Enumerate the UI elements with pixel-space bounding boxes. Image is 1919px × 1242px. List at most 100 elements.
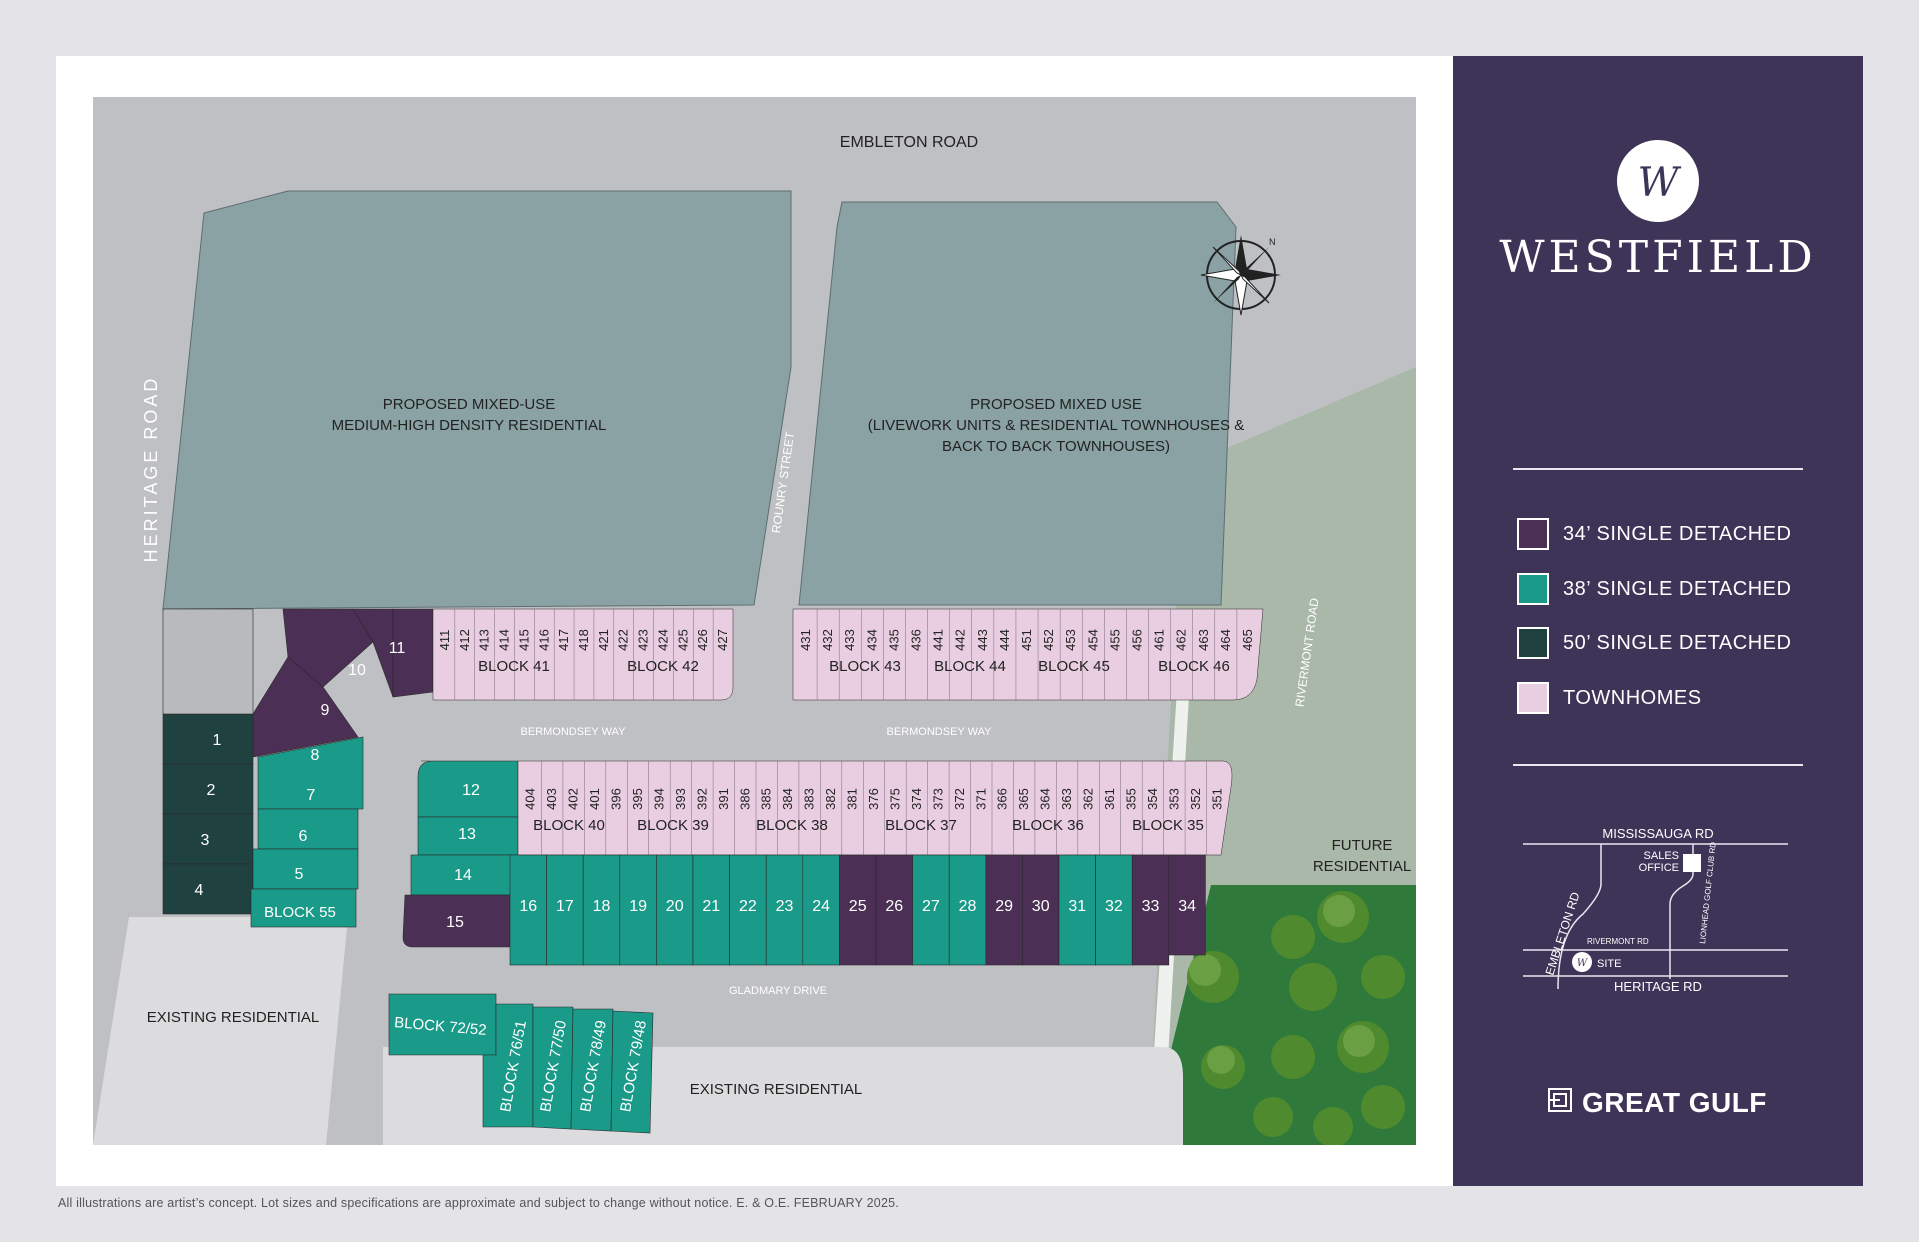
lot-26-label: 26	[885, 898, 903, 915]
unit-361-label: 361	[1102, 788, 1117, 810]
lot-13[interactable]	[417, 816, 519, 856]
lot-24[interactable]	[802, 854, 840, 966]
existing-residential-west	[93, 917, 348, 1145]
block-55-label: BLOCK 55	[264, 904, 336, 921]
lot-33[interactable]	[1131, 854, 1170, 966]
unit-375-label: 375	[887, 788, 902, 810]
lot-7-label: 7	[307, 787, 316, 804]
keymap-sales-2: OFFICE	[1639, 862, 1679, 874]
lot-20[interactable]	[656, 854, 694, 966]
unit-463-label: 463	[1196, 629, 1211, 651]
sales-office-marker	[1683, 854, 1701, 872]
unit-362-label: 362	[1081, 788, 1096, 810]
lot-19-label: 19	[629, 898, 647, 915]
lot-25-label: 25	[849, 898, 867, 915]
unit-452-label: 452	[1041, 629, 1056, 651]
unit-442-label: 442	[953, 629, 968, 651]
legend-item-50-single: 50’ SINGLE DETACHED	[1517, 625, 1791, 661]
unit-366-label: 366	[995, 788, 1010, 810]
lot-7[interactable]	[257, 736, 364, 810]
site-plan-map: N	[93, 97, 1416, 1145]
lot-9[interactable]	[282, 608, 374, 688]
keymap-sales-1: SALES	[1644, 850, 1679, 862]
unit-372-label: 372	[952, 788, 967, 810]
lot-8-label: 8	[311, 747, 320, 764]
block-76-51[interactable]	[482, 1003, 534, 1128]
unit-373-label: 373	[930, 788, 945, 810]
lot-8[interactable]	[252, 656, 359, 758]
unit-374-label: 374	[909, 788, 924, 810]
legend-item-townhomes: TOWNHOMES	[1517, 680, 1702, 716]
lot-28[interactable]	[948, 854, 987, 966]
lot-3-label: 3	[201, 832, 210, 849]
unit-381-label: 381	[845, 788, 860, 810]
block-41-label: BLOCK 41	[478, 658, 550, 675]
townhome-blocks-41-42	[432, 608, 734, 701]
lot-17[interactable]	[546, 854, 584, 966]
future-residential-line-2: RESIDENTIAL	[1313, 858, 1411, 875]
lot-19[interactable]	[619, 854, 657, 966]
lot-34[interactable]	[1168, 854, 1206, 956]
block-55[interactable]	[250, 888, 357, 928]
unit-353-label: 353	[1166, 788, 1181, 810]
unit-425-label: 425	[675, 629, 690, 651]
lot-27[interactable]	[912, 854, 950, 966]
lot-12-label: 12	[462, 782, 480, 799]
unit-413-label: 413	[477, 629, 492, 651]
unit-434-label: 434	[864, 629, 879, 651]
lot-13-label: 13	[458, 826, 476, 843]
lot-15[interactable]	[402, 894, 511, 948]
lot-29[interactable]	[985, 854, 1023, 966]
lot-16[interactable]	[509, 854, 547, 966]
lot-32[interactable]	[1095, 854, 1133, 966]
great-gulf-brand: GREAT GULF	[1548, 1087, 1767, 1119]
lot-25[interactable]	[839, 854, 877, 966]
lot-6-label: 6	[299, 828, 308, 845]
lot-21[interactable]	[692, 854, 730, 966]
legend-item-38-single: 38’ SINGLE DETACHED	[1517, 571, 1791, 607]
lot-6[interactable]	[257, 808, 359, 850]
lot-22[interactable]	[729, 854, 767, 966]
keymap-mississauga: MISSISSAUGA RD	[1602, 826, 1713, 841]
lot-26[interactable]	[875, 854, 913, 966]
unit-456-label: 456	[1129, 629, 1144, 651]
block-79-48[interactable]	[610, 1010, 654, 1134]
unit-443-label: 443	[975, 629, 990, 651]
lot-30[interactable]	[1022, 854, 1060, 966]
heritage-road-label: HERITAGE ROAD	[141, 376, 161, 563]
unit-415-label: 415	[516, 629, 531, 651]
embleton-road-label: EMBLETON ROAD	[840, 134, 978, 151]
townhome-blocks-43-46	[792, 608, 1264, 701]
lot-14[interactable]	[410, 854, 519, 896]
parcel-west-line-2: MEDIUM-HIGH DENSITY RESIDENTIAL	[332, 417, 607, 434]
lot-4[interactable]	[162, 863, 254, 915]
unit-376-label: 376	[866, 788, 881, 810]
lot-1-label: 1	[213, 732, 222, 749]
unit-424-label: 424	[655, 629, 670, 651]
lot-5[interactable]	[252, 848, 359, 890]
lot-18[interactable]	[582, 854, 621, 966]
block-40-label: BLOCK 40	[533, 817, 605, 834]
keymap-heritage: HERITAGE RD	[1614, 979, 1702, 994]
lot-24-label: 24	[812, 898, 830, 915]
logo-monogram: W	[1637, 160, 1681, 206]
lot-1[interactable]	[162, 713, 254, 765]
unit-464-label: 464	[1218, 629, 1233, 651]
block-45-label: BLOCK 45	[1038, 658, 1110, 675]
unit-385-label: 385	[759, 788, 774, 810]
legend-swatch-50	[1517, 627, 1549, 659]
great-gulf-name: GREAT GULF	[1582, 1087, 1767, 1118]
lot-4-label: 4	[195, 882, 204, 899]
lot-27-label: 27	[922, 898, 940, 915]
lot-2[interactable]	[162, 763, 254, 815]
lot-3[interactable]	[162, 813, 254, 865]
unit-453-label: 453	[1063, 629, 1078, 651]
unit-354-label: 354	[1145, 788, 1160, 810]
lot-20-label: 20	[666, 898, 684, 915]
lot-14-label: 14	[454, 867, 472, 884]
legend-item-34-single: 34’ SINGLE DETACHED	[1517, 516, 1791, 552]
block-46-label: BLOCK 46	[1158, 658, 1230, 675]
unit-364-label: 364	[1038, 788, 1053, 810]
block-42-label: BLOCK 42	[627, 658, 699, 675]
block-36-label: BLOCK 36	[1012, 817, 1084, 834]
